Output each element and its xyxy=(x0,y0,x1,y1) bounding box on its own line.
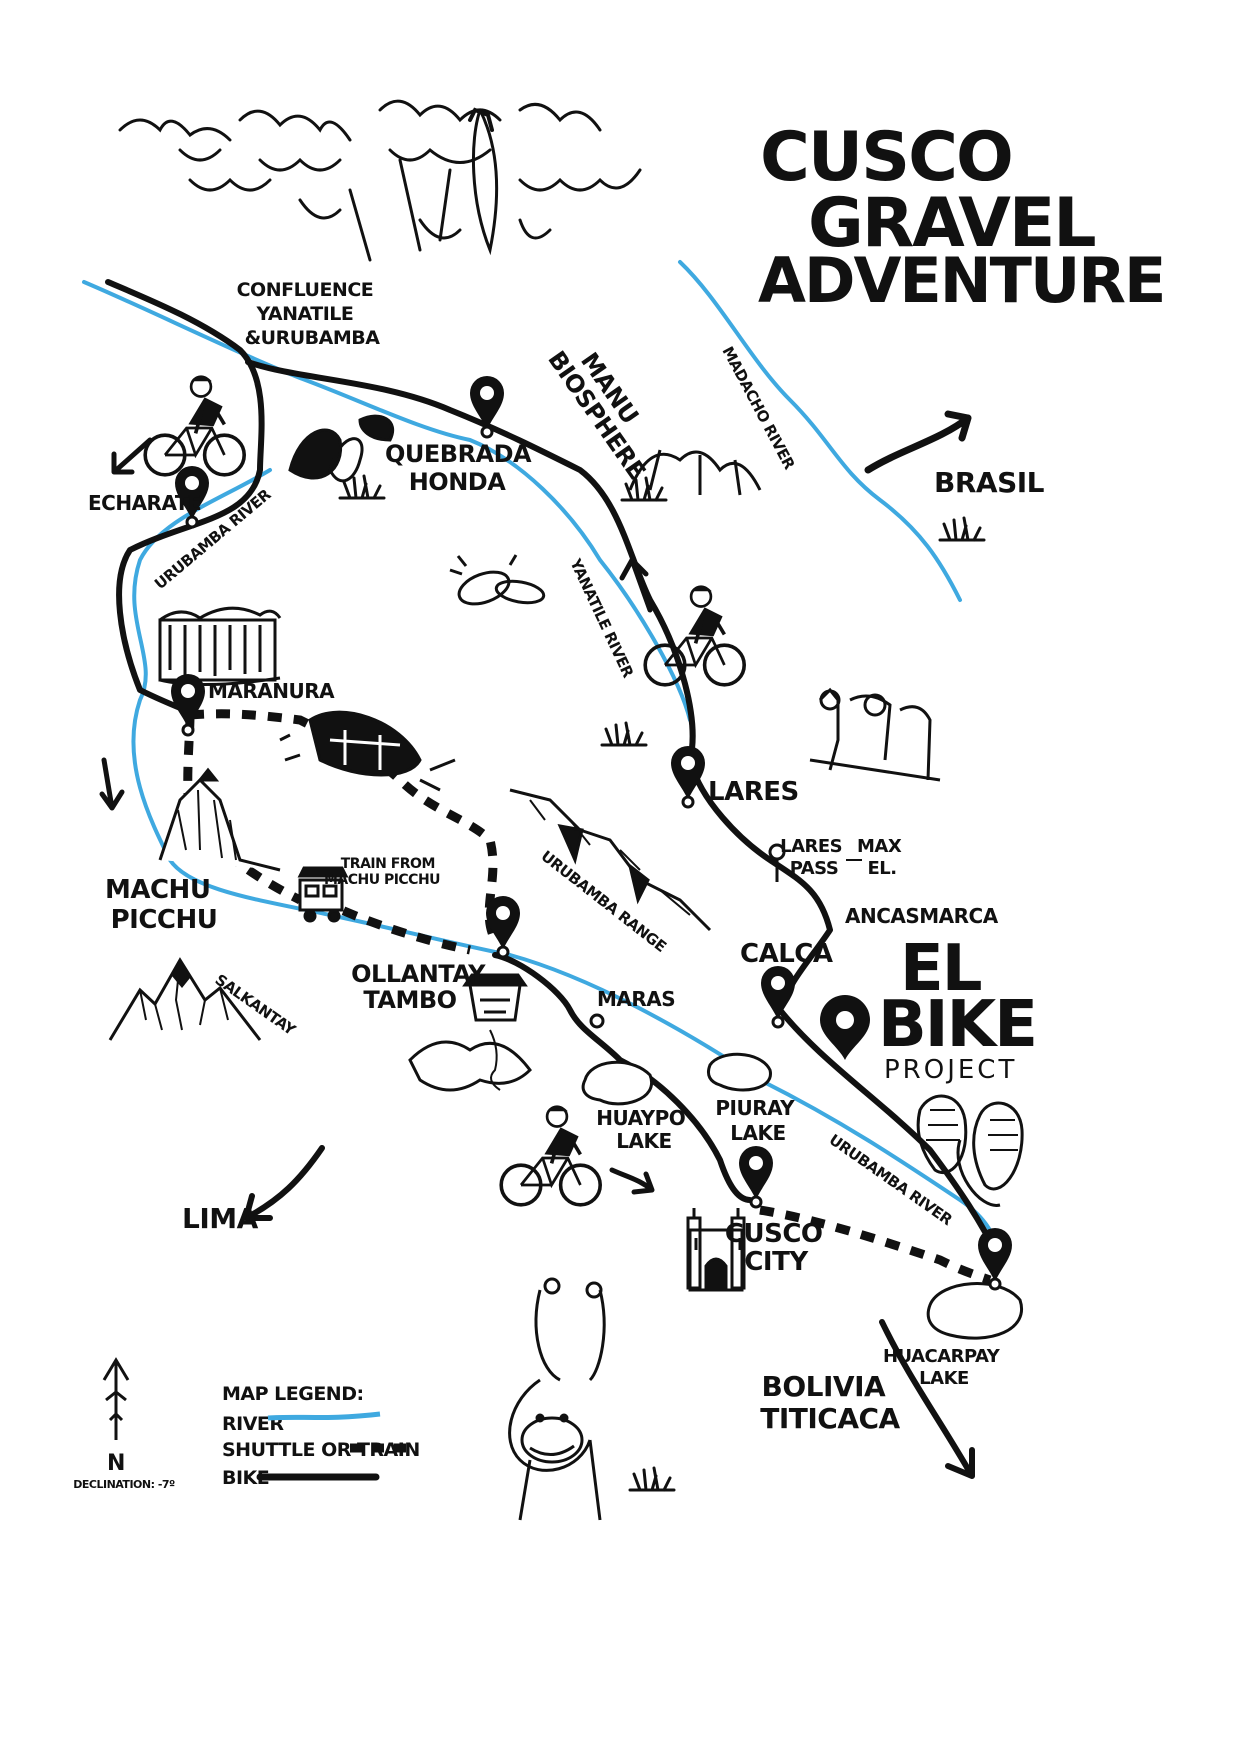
legend-title: MAP LEGEND: xyxy=(222,1383,364,1405)
label-urubamba-range: URUBAMBA RANGE xyxy=(538,847,670,956)
label-train-from: TRAIN FROM MACHU PICCHU xyxy=(324,856,440,888)
label-urubamba-river-south: URUBAMBA RIVER xyxy=(826,1131,956,1230)
machu-down-arrow xyxy=(99,757,125,811)
legend-shuttle-label: SHUTTLE OR TRAIN xyxy=(222,1439,420,1461)
yanatile-tuft xyxy=(600,721,648,747)
madre-de-dios-river xyxy=(678,260,962,602)
ollantaytambo-illustration xyxy=(408,973,532,1092)
brasil-tuft xyxy=(938,516,986,542)
label-machu-picchu: MACHU PICCHU xyxy=(105,875,219,935)
map-legend: MAP LEGEND: RIVER SHUTTLE OR TRAIN BIKE xyxy=(222,1383,420,1489)
waterfall-illustration xyxy=(158,606,282,687)
maras-marker xyxy=(589,1013,605,1029)
pin-ollantaytambo xyxy=(484,894,522,959)
north-compass: N DECLINATION: -7º xyxy=(73,1357,176,1491)
label-quebrada-honda: QUEBRADA HONDA xyxy=(385,440,539,496)
cacao-illustration xyxy=(288,414,395,500)
logo-line-2: BIKE xyxy=(878,988,1036,1062)
cyclist-yanatile xyxy=(643,583,747,687)
echarate-arrow xyxy=(111,437,153,475)
bike-route xyxy=(105,279,1003,1263)
shuttle-route xyxy=(183,709,992,1285)
llama-tuft xyxy=(628,1466,676,1492)
label-maras: MARAS xyxy=(597,987,675,1011)
map-title: CUSCO GRAVEL ADVENTURE xyxy=(758,118,1166,317)
corn-illustration xyxy=(916,1094,1024,1207)
piuray-lake xyxy=(706,1052,772,1092)
urubamba-river-north xyxy=(82,280,692,722)
bolivia-arrow xyxy=(879,1319,975,1479)
logo-line-1: EL xyxy=(900,932,982,1006)
cyclist-huaypo-arrow xyxy=(609,1167,655,1195)
label-piuray: PIURAY LAKE xyxy=(715,1096,800,1145)
lares-pass-marker xyxy=(768,843,786,882)
crashed-car-illustration xyxy=(279,710,456,792)
rivers xyxy=(82,260,1000,1252)
compass-declination: DECLINATION: -7º xyxy=(73,1478,175,1491)
llama-illustration xyxy=(508,1277,606,1521)
label-bolivia: BOLIVIA TITICACA xyxy=(760,1370,900,1435)
cyclist-echarate xyxy=(143,373,246,477)
legend-river-swatch xyxy=(267,1411,381,1421)
pin-lares xyxy=(669,744,707,809)
pin-maranura xyxy=(169,672,207,737)
train-illustration xyxy=(297,866,349,923)
huaypo-lake xyxy=(581,1060,654,1106)
logo-pin-icon xyxy=(820,995,870,1060)
logo-line-3: PROJECT xyxy=(884,1055,1017,1085)
llamas-and-people-illustration xyxy=(809,687,941,782)
machu-picchu-illustration xyxy=(158,767,281,872)
label-confluence: CONFLUENCE YANATILE &URUBAMBA xyxy=(237,279,381,349)
label-cusco-city: CUSCO CITY xyxy=(725,1219,831,1277)
brasil-arrow xyxy=(864,410,972,474)
label-lares: LARES xyxy=(708,777,799,807)
compass-n: N xyxy=(107,1451,125,1476)
label-echarate: ECHARATE xyxy=(88,491,201,515)
huacarpay-lake xyxy=(926,1282,1024,1340)
label-lares-pass: LARES PASS xyxy=(780,836,848,879)
label-lima: LIMA xyxy=(182,1202,259,1235)
arrows xyxy=(99,410,975,1479)
label-ancasmarca: ANCASMARCA xyxy=(845,904,999,928)
label-huacarpay: HUACARPAY LAKE xyxy=(883,1346,1005,1389)
cusco-cathedral-illustration xyxy=(686,1208,746,1292)
title-line-2: GRAVEL xyxy=(808,184,1095,263)
north-arrow-icon xyxy=(102,1357,130,1440)
yanatile-arrow xyxy=(619,557,653,613)
label-maranura: MARANURA xyxy=(208,679,335,703)
title-line-1: CUSCO xyxy=(760,118,1012,197)
label-brasil: BRASIL xyxy=(934,466,1045,499)
label-huaypo: HUAYPO LAKE xyxy=(596,1106,692,1153)
title-line-3: ADVENTURE xyxy=(758,244,1164,317)
urubamba-range-illustration xyxy=(509,788,712,932)
label-max-el: MAX EL. xyxy=(857,836,907,879)
legend-bike-label: BIKE xyxy=(222,1467,269,1489)
coca-leaves-illustration xyxy=(449,554,546,606)
lima-arrow xyxy=(243,1145,325,1221)
manu-trees-illustration xyxy=(620,449,762,502)
label-calca: CALCA xyxy=(740,939,833,969)
cyclist-huaypo xyxy=(499,1104,603,1207)
el-bike-project-logo: EL BIKE PROJECT xyxy=(820,932,1038,1085)
label-ollantaytambo: OLLANTAY TAMBO xyxy=(351,960,493,1014)
rainforest-illustration xyxy=(118,99,642,262)
